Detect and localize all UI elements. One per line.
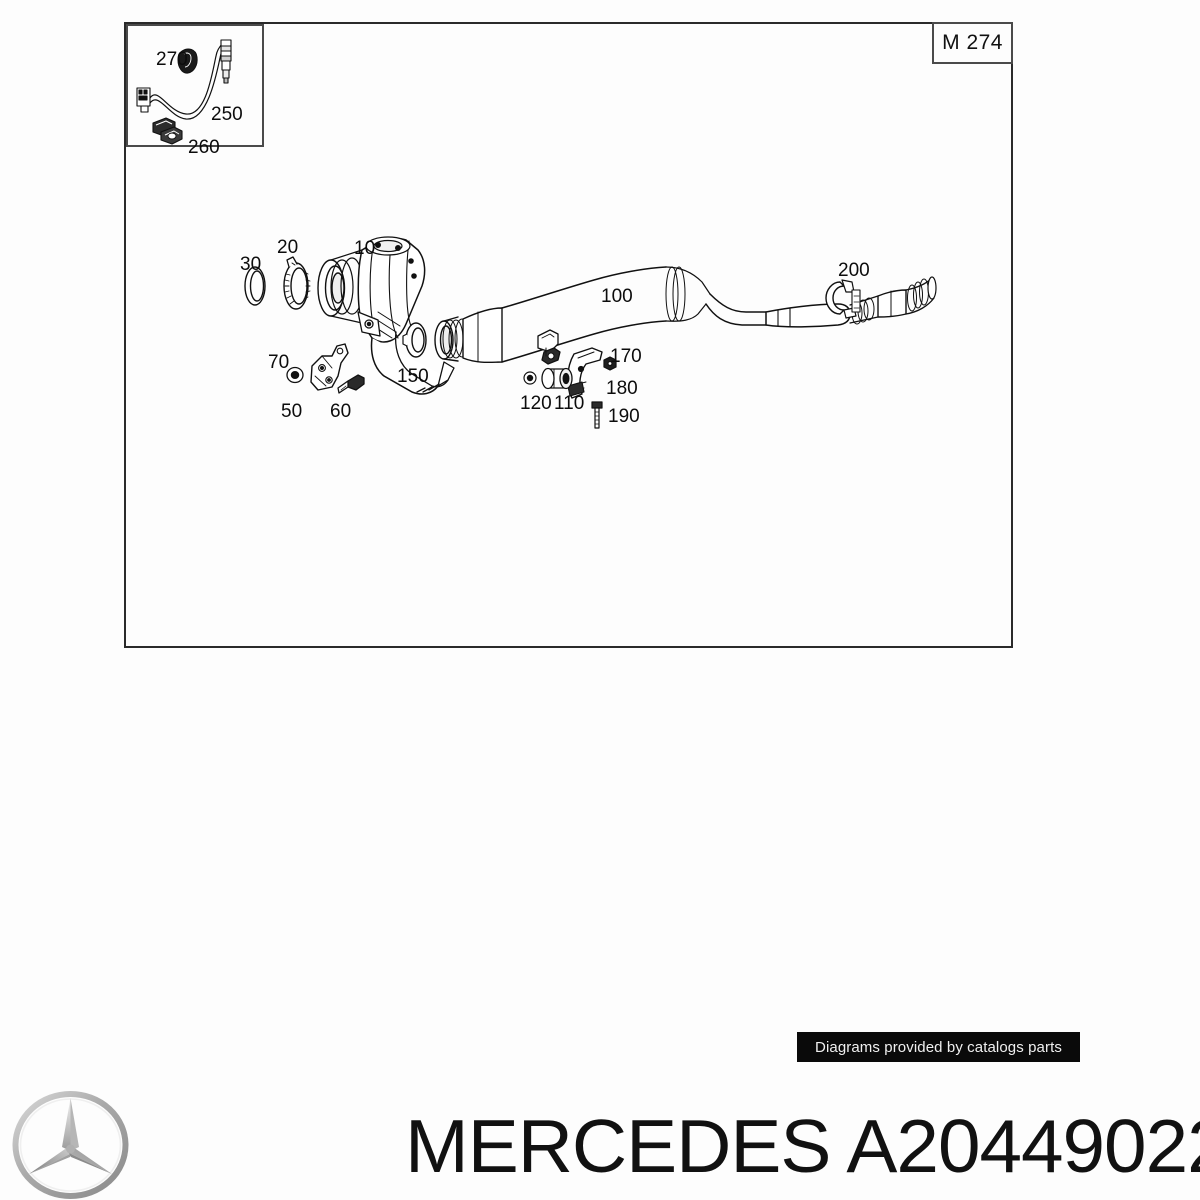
watermark-text: Diagrams provided by catalogs parts xyxy=(815,1038,1062,1056)
callout-30: 30 xyxy=(240,254,262,275)
engine-code-label: M 274 xyxy=(942,31,1003,54)
rubber-mount-110-art xyxy=(541,367,573,390)
callout-50: 50 xyxy=(281,401,303,422)
callout-100: 100 xyxy=(601,286,633,307)
pipe-clamp-200-art xyxy=(825,279,861,319)
callout-270: 270 xyxy=(156,49,188,70)
exhaust-hanger-170-art xyxy=(567,347,603,399)
callout-20: 20 xyxy=(277,237,299,258)
clamp-20-art xyxy=(283,256,311,310)
washer-120-art xyxy=(523,371,537,385)
callout-170: 170 xyxy=(610,346,642,367)
brand-full-text: MERCEDES A2044902237 xyxy=(405,1104,1200,1188)
callout-190: 190 xyxy=(608,406,640,427)
catalytic-converter-10-art xyxy=(317,236,455,395)
callout-70: 70 xyxy=(268,352,290,373)
callout-250: 250 xyxy=(211,104,243,125)
wiring-clip-260-art xyxy=(152,117,183,145)
brand-bar: MERCEDES A2044902237 xyxy=(0,1090,1200,1200)
callout-120: 120 xyxy=(520,393,552,414)
bolt-190-art xyxy=(591,401,603,429)
inset-detail-box: 270 250 260 xyxy=(126,24,264,157)
callout-200: 200 xyxy=(838,260,870,281)
callout-110: 110 xyxy=(554,393,585,414)
brand-part-number: MERCEDES A2044902237 xyxy=(405,1104,1200,1188)
mounting-bracket-50-art xyxy=(310,343,349,391)
hex-bolt-60-art xyxy=(337,374,365,394)
mercedes-star-logo xyxy=(12,1091,129,1199)
diagram-frame: M 274 xyxy=(124,22,1013,648)
callout-150: 150 xyxy=(397,366,429,387)
front-exhaust-pipe-100-art xyxy=(434,266,937,364)
watermark-banner: Diagrams provided by catalogs parts xyxy=(797,1032,1080,1062)
pipe-hanger-bracket-art xyxy=(537,329,561,365)
callout-260: 260 xyxy=(188,137,220,158)
washer-70-art xyxy=(286,366,304,384)
gasket-150-art xyxy=(402,322,427,358)
oxygen-sensor-detail-art xyxy=(136,39,232,145)
engine-code-badge: M 274 xyxy=(932,22,1013,64)
callout-10: 10 xyxy=(354,238,376,259)
callout-180: 180 xyxy=(606,378,638,399)
callout-60: 60 xyxy=(330,401,352,422)
